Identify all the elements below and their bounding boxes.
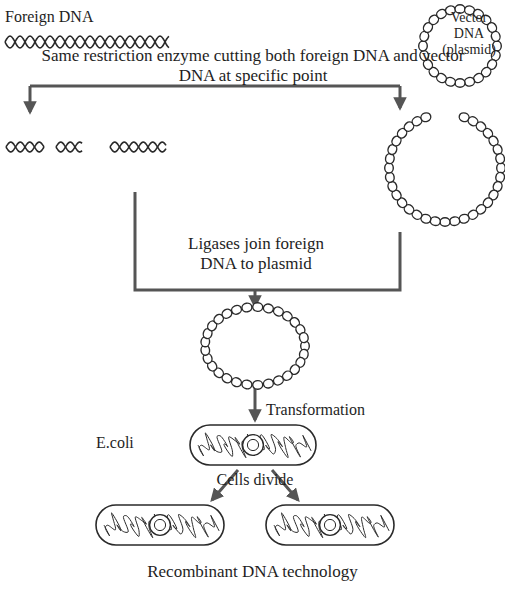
plasmid-bead (252, 302, 262, 311)
plasmid-in-cell (247, 439, 258, 450)
plasmid-bead (455, 79, 465, 88)
flow-arrow (29, 86, 32, 112)
step-label: Transformation (266, 400, 386, 419)
bacterium-cell (190, 425, 316, 465)
node-text: Foreign DNA (5, 8, 173, 26)
bacterium-cell (266, 505, 394, 545)
dna-strand (56, 142, 82, 152)
step-label: Ligases join foreign DNA to plasmid (178, 234, 334, 275)
dna-strand (6, 142, 44, 152)
chromosome (198, 433, 311, 458)
plasmid-bead (241, 302, 252, 312)
plasmid-in-cell (320, 515, 341, 536)
chromosome (104, 513, 219, 538)
plasmid-bead (262, 303, 274, 314)
step-label: Cells divide (200, 470, 310, 489)
flow-arrow (399, 86, 402, 108)
bacterium-node: E.coli (96, 420, 320, 472)
plasmid-in-cell (154, 519, 165, 530)
figure-caption: Recombinant DNA technology (0, 562, 505, 582)
plasmid-bead (272, 374, 285, 386)
node-text: E.coli (96, 434, 176, 452)
plasmid-in-cell (324, 519, 335, 530)
plasmid-bead (252, 380, 262, 389)
plasmid-in-cell (150, 515, 171, 536)
plasmid-bead (230, 304, 242, 316)
plasmid-bead (430, 216, 441, 226)
plasmid-bead (420, 112, 432, 124)
plasmid-bead (299, 332, 310, 344)
dna-strand (110, 142, 166, 152)
flow-arrow (254, 386, 257, 420)
merge-bracket (135, 192, 400, 290)
plasmid-bead (385, 163, 394, 173)
dna-strand (56, 142, 82, 152)
plasmid-in-cell (243, 435, 264, 456)
dna-strand (110, 142, 166, 152)
plasmid-bead (241, 379, 252, 389)
dna-strand (6, 142, 44, 152)
bacterium-cell (96, 505, 224, 545)
chromosome (274, 513, 389, 538)
plasmid-bead (262, 378, 274, 389)
plasmid-bead (449, 216, 460, 226)
step-label: Same restriction enzyme cutting both for… (24, 46, 482, 87)
plasmid-bead (497, 163, 505, 173)
plasmid-bead (490, 30, 501, 42)
plasmid-bead (440, 218, 450, 227)
plasmid-bead (495, 153, 505, 164)
